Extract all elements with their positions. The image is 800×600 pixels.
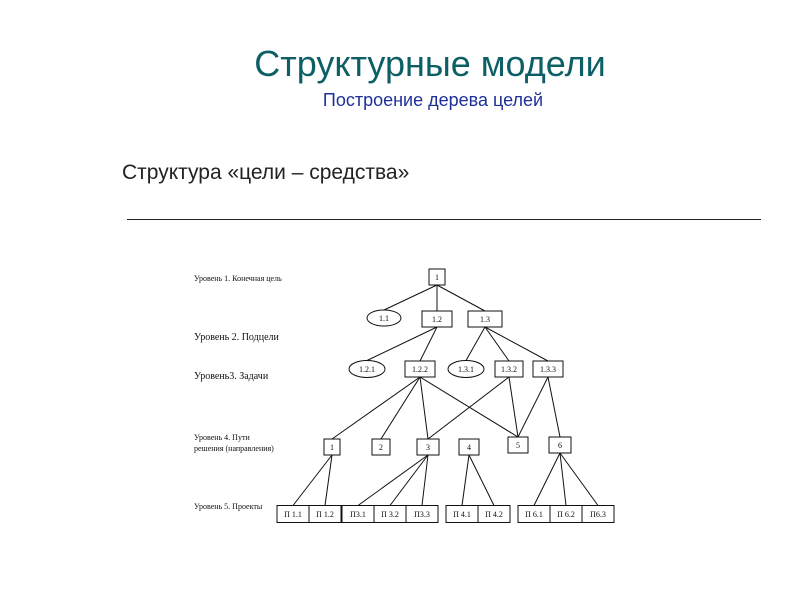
tree-edge <box>461 454 470 506</box>
tree-edge <box>465 326 486 361</box>
tree-edge <box>366 326 438 361</box>
level-label: Уровень 4. Пути <box>194 433 250 442</box>
goal-node-box: 1 <box>323 438 341 456</box>
tree-edge <box>421 454 429 506</box>
node-label: П6.3 <box>590 510 606 519</box>
goal-node-box: П6.3 <box>581 505 615 523</box>
tree-edge <box>380 376 421 440</box>
node-label: П 4.1 <box>453 510 471 519</box>
node-label: П 1.1 <box>284 510 302 519</box>
tree-edge <box>517 376 549 438</box>
goal-node-box: 1.2 <box>421 310 453 328</box>
heading-divider <box>127 219 761 220</box>
level-label: Уровень 1. Конечная цель <box>194 274 282 283</box>
goal-node-box: П 4.1 <box>445 505 479 523</box>
node-label: П 6.2 <box>557 510 575 519</box>
tree-edge <box>468 454 495 506</box>
node-label: 2 <box>379 443 383 452</box>
tree-edge <box>324 454 333 506</box>
tree-edge <box>559 452 567 506</box>
node-label: 5 <box>516 441 520 450</box>
goal-node-box: 1.3.2 <box>494 360 524 378</box>
node-label: П 1.2 <box>316 510 334 519</box>
node-label: П3.3 <box>414 510 430 519</box>
tree-edge <box>419 376 429 440</box>
node-label: П 3.2 <box>381 510 399 519</box>
goal-node-ellipse: 1.1 <box>366 309 402 327</box>
node-label: 1.3.1 <box>458 365 474 374</box>
node-label: 4 <box>467 443 471 452</box>
goal-node-ellipse: 1.3.1 <box>447 360 485 378</box>
tree-edge <box>436 284 486 312</box>
tree-edge <box>419 326 438 362</box>
slide-title: Структурные модели <box>254 43 606 84</box>
goal-node-box: 1 <box>428 268 446 286</box>
node-label: 1 <box>330 443 334 452</box>
node-label: П3.1 <box>350 510 366 519</box>
goal-node-box: П 4.2 <box>477 505 511 523</box>
goal-node-box: П3.3 <box>405 505 439 523</box>
slide-heading: Структура «цели – средства» <box>122 161 410 184</box>
tree-edges <box>292 284 599 506</box>
level-label: Уровень3. Задачи <box>194 371 269 382</box>
node-label: 1.3.3 <box>540 365 556 374</box>
goal-node-box: 1.3.3 <box>532 360 564 378</box>
goal-node-box: 3 <box>416 438 440 456</box>
goal-node-box: 6 <box>548 436 572 454</box>
level-label: решения (направления) <box>194 444 274 453</box>
node-label: 1.2.2 <box>412 365 428 374</box>
node-label: 1.2.1 <box>359 365 375 374</box>
goal-node-box: 4 <box>458 438 480 456</box>
tree-edge <box>484 326 549 362</box>
goal-node-box: П 6.1 <box>517 505 551 523</box>
node-label: 6 <box>558 441 562 450</box>
tree-edge <box>389 454 429 506</box>
tree-edge <box>331 376 421 440</box>
node-label: 1.3.2 <box>501 365 517 374</box>
goal-node-box: П 6.2 <box>549 505 583 523</box>
tree-edge <box>383 284 438 311</box>
goal-node-box: 2 <box>371 438 391 456</box>
node-label: 1.2 <box>432 315 442 324</box>
goal-node-box: 1.2.2 <box>404 360 436 378</box>
level-label: Уровень 2. Подцели <box>194 332 280 343</box>
goal-node-ellipse: 1.2.1 <box>348 360 386 378</box>
tree-edge <box>508 376 519 438</box>
goal-node-box: 1.3 <box>467 310 503 328</box>
node-label: П 4.2 <box>485 510 503 519</box>
node-label: 1.1 <box>379 314 389 323</box>
node-label: 1 <box>435 273 439 282</box>
tree-edge <box>533 452 561 506</box>
node-label: П 6.1 <box>525 510 543 519</box>
goal-node-box: П 1.2 <box>308 505 342 523</box>
tree-edge <box>292 454 333 506</box>
tree-edge <box>547 376 561 438</box>
goal-node-box: П3.1 <box>341 505 375 523</box>
goal-node-box: П 3.2 <box>373 505 407 523</box>
node-label: 3 <box>426 443 430 452</box>
slide-subtitle: Построение дерева целей <box>322 90 544 110</box>
goal-node-box: П 1.1 <box>276 505 310 523</box>
tree-nodes: 1 1.1 1.2 1.3 1.2.1 1.2.2 1.3.1 1.3.2 1.3.3 1 2 3 4 5… <box>276 268 615 523</box>
tree-edge <box>484 326 510 362</box>
tree-edge <box>427 376 510 440</box>
tree-edge <box>357 454 429 506</box>
level-label: Уровень 5. Проекты <box>194 502 263 511</box>
tree-edge <box>559 452 599 506</box>
node-label: 1.3 <box>480 315 490 324</box>
goal-node-box: 5 <box>507 436 529 454</box>
